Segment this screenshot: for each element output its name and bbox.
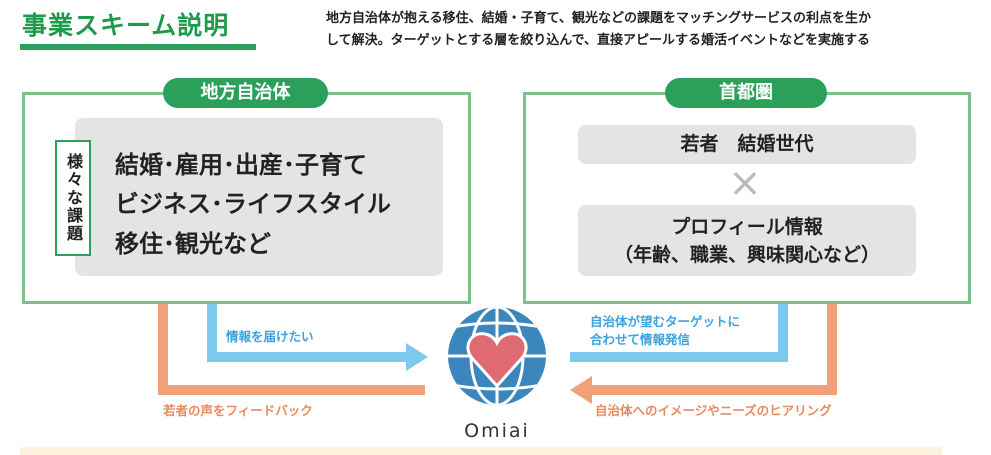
profile-box: プロフィール情報 （年齢、職業、興味関心など） <box>578 205 916 276</box>
arrow-hearing-to-omiai <box>590 272 837 395</box>
title-underline <box>20 44 256 50</box>
arrowhead <box>570 376 592 404</box>
issue-line: 結婚･雇用･出産･子育て <box>115 151 367 179</box>
arrow-omiai-to-metro <box>570 295 788 362</box>
flow-label-line: 合わせて情報発信 <box>590 332 691 347</box>
description-line: 地方自治体が抱える移住、結婚・子育て、観光などの課題をマッチングサービスの利点を… <box>326 11 871 26</box>
omiai-brand: Omiai <box>464 420 530 442</box>
profile-line: （年齢、職業、興味関心など） <box>613 244 880 266</box>
globe-heart-icon <box>448 307 546 405</box>
issues-box <box>75 118 443 276</box>
description: 地方自治体が抱える移住、結婚・子育て、観光などの課題をマッチングサービスの利点を… <box>326 8 871 52</box>
description-line: して解決。ターゲットとする層を絞り込んで、直接アピールする婚活イベントなどを実施… <box>326 33 871 48</box>
issue-line: ビジネス･ライフスタイル <box>115 190 391 218</box>
flow-label-hearing: 自治体へのイメージやニーズのヒアリング <box>595 403 832 418</box>
metro-area-label: 首都圏 <box>665 78 827 108</box>
issues-label: 様々な課題 <box>55 140 91 256</box>
bottom-strip <box>20 447 942 455</box>
arrow-feedback-to-local <box>158 295 425 395</box>
page-title: 事業スキーム説明 <box>22 11 230 40</box>
issue-line: 移住･観光など <box>115 230 271 258</box>
arrowhead <box>406 343 428 371</box>
cross-icon: × <box>728 160 762 206</box>
flow-label-targeting: 自治体が望むターゲットに 合わせて情報発信 <box>590 313 740 349</box>
flow-label-line: 自治体が望むターゲットに <box>590 314 741 329</box>
target-box: 若者 結婚世代 <box>578 125 916 164</box>
flow-label-info: 情報を届けたい <box>226 329 314 344</box>
profile-line: プロフィール情報 <box>671 216 823 238</box>
local-government-label: 地方自治体 <box>163 78 328 108</box>
flow-label-feedback: 若者の声をフィードバック <box>163 403 313 418</box>
